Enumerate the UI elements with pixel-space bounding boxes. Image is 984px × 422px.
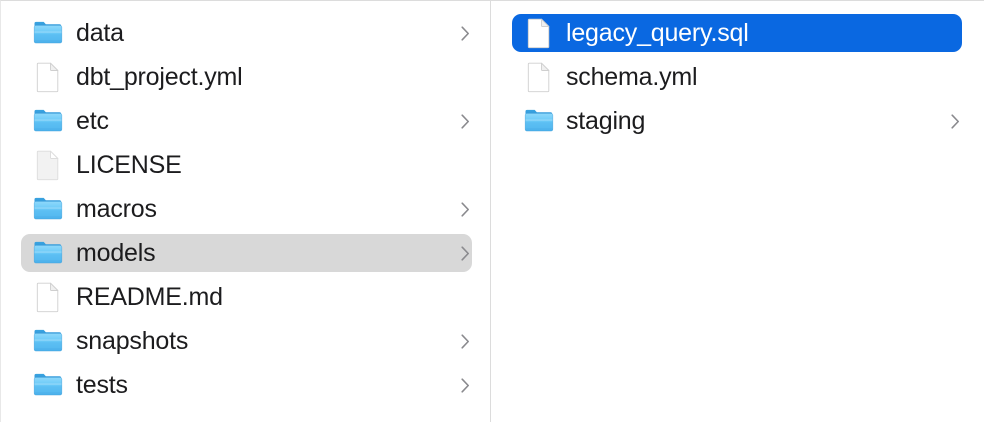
finder-item-content: tests [21,363,472,407]
finder-item-label: dbt_project.yml [76,63,243,91]
finder-item-content: dbt_project.yml [21,55,472,99]
chevron-right-icon[interactable] [458,243,472,263]
document-icon [33,281,63,313]
folder-icon [33,105,63,137]
finder-item-row[interactable]: tests [1,363,490,407]
finder-item-row[interactable]: LICENSE [1,143,490,187]
finder-item-content: models [21,231,472,275]
generic-file-icon [33,149,63,181]
finder-item-row[interactable]: snapshots [1,319,490,363]
chevron-right-icon[interactable] [458,23,472,43]
finder-item-label: staging [566,107,646,135]
finder-item-content: README.md [21,275,472,319]
finder-item-row[interactable]: schema.yml [491,55,984,99]
finder-column-parent: data dbt_project.yml etc LICENSE [1,1,491,422]
finder-item-row[interactable]: etc [1,99,490,143]
finder-item-row[interactable]: macros [1,187,490,231]
finder-item-label: snapshots [76,327,189,355]
finder-item-row[interactable]: models [1,231,490,275]
finder-item-content: legacy_query.sql [512,11,962,55]
document-icon [524,61,554,93]
finder-column-child: legacy_query.sql schema.yml staging [491,1,984,422]
finder-item-content: macros [21,187,472,231]
finder-item-row[interactable]: staging [491,99,984,143]
finder-item-label: etc [76,107,109,135]
finder-item-content: data [21,11,472,55]
folder-icon [33,369,63,401]
finder-item-label: legacy_query.sql [566,19,749,47]
finder-item-label: README.md [76,283,223,311]
finder-item-content: snapshots [21,319,472,363]
chevron-right-icon[interactable] [458,199,472,219]
finder-item-row[interactable]: README.md [1,275,490,319]
chevron-right-icon[interactable] [458,375,472,395]
finder-item-content: LICENSE [21,143,472,187]
folder-icon [33,325,63,357]
folder-icon [524,105,554,137]
finder-item-row[interactable]: legacy_query.sql [491,11,984,55]
finder-item-content: schema.yml [512,55,962,99]
folder-icon [33,237,63,269]
folder-icon [33,193,63,225]
document-icon [524,17,554,49]
finder-item-row[interactable]: data [1,11,490,55]
folder-icon [33,17,63,49]
chevron-right-icon[interactable] [458,331,472,351]
finder-item-label: macros [76,195,157,223]
chevron-right-icon[interactable] [948,111,962,131]
finder-item-label: models [76,239,156,267]
finder-item-label: LICENSE [76,151,182,179]
finder-item-row[interactable]: dbt_project.yml [1,55,490,99]
finder-item-label: data [76,19,124,47]
chevron-right-icon[interactable] [458,111,472,131]
finder-item-content: staging [512,99,962,143]
document-icon [33,61,63,93]
finder-item-label: schema.yml [566,63,698,91]
finder-item-content: etc [21,99,472,143]
finder-item-label: tests [76,371,128,399]
